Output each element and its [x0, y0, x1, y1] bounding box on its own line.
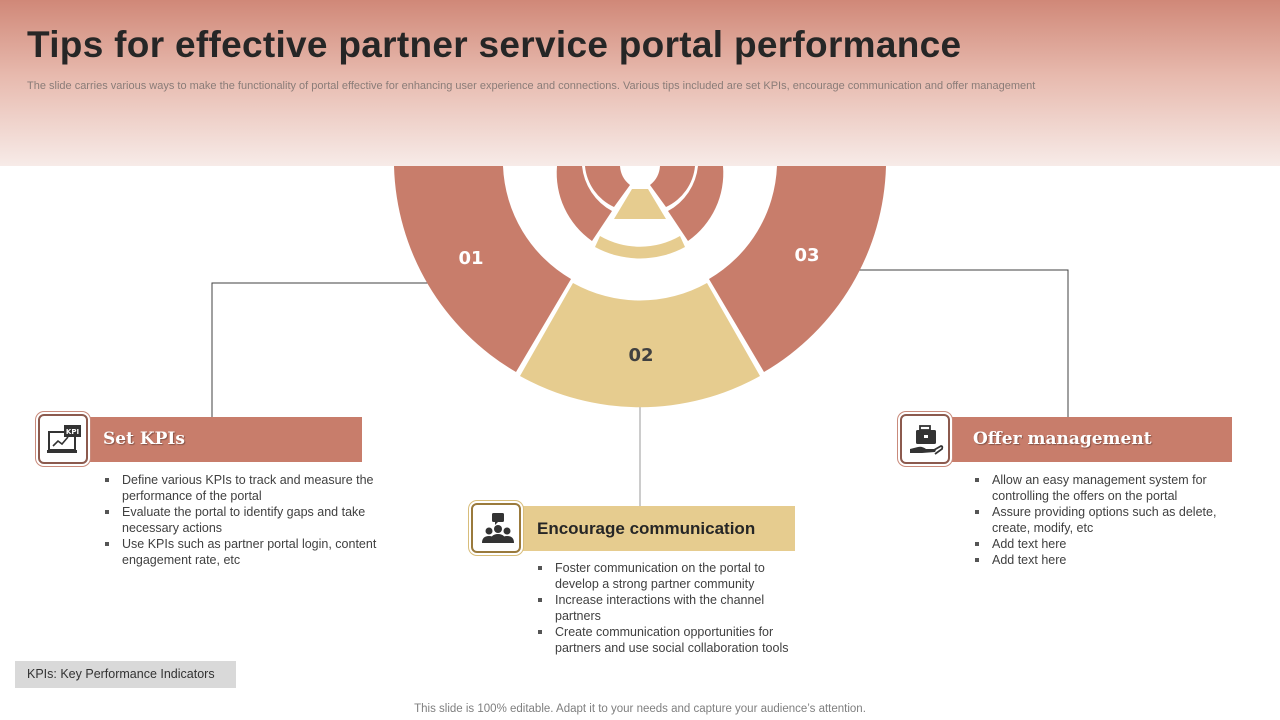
- core-segment-left: [585, 166, 630, 207]
- points-encourage-communication: Foster communication on the portal to de…: [535, 560, 810, 656]
- connector-line-1: [211, 282, 430, 418]
- list-item: Add text here: [972, 552, 1237, 568]
- list-item: Define various KPIs to track and measure…: [102, 472, 392, 504]
- icon-box-offer-management: [900, 414, 950, 464]
- kpi-monitor-icon: KPI: [47, 425, 81, 453]
- segment-number-01: 01: [458, 248, 483, 269]
- page-subtitle: The slide carries various ways to make t…: [27, 80, 1036, 92]
- list-item: Create communication opportunities for p…: [535, 624, 810, 656]
- list-item: Foster communication on the portal to de…: [535, 560, 810, 592]
- section-title-encourage-communication: Encourage communication: [537, 519, 756, 538]
- page-title: Tips for effective partner service porta…: [27, 24, 962, 65]
- inner-segment-left: [556, 166, 612, 241]
- points-offer-management: Allow an easy management system for cont…: [972, 472, 1237, 568]
- points-set-kpis: Define various KPIs to track and measure…: [102, 472, 392, 568]
- header-banner: Tips for effective partner service porta…: [0, 0, 1280, 166]
- section-title-offer-management: Offer management: [973, 429, 1152, 449]
- group-chat-icon: [482, 513, 514, 543]
- inner-segment-right: [668, 166, 724, 241]
- section-title-bar-set-kpis: Set KPIs: [88, 417, 362, 462]
- list-item: Evaluate the portal to identify gaps and…: [102, 504, 392, 536]
- icon-box-set-kpis: KPI: [38, 414, 88, 464]
- section-title-set-kpis: Set KPIs: [103, 429, 185, 449]
- connector-line-3: [855, 269, 1069, 418]
- inner-segment-bottom: [595, 236, 685, 259]
- kpi-icon-label: KPI: [66, 428, 79, 436]
- abbreviation-note: KPIs: Key Performance Indicators: [15, 661, 236, 688]
- segment-number-02: 02: [628, 345, 653, 366]
- list-item: Increase interactions with the channel p…: [535, 592, 810, 624]
- section-title-bar-encourage-communication: Encourage communication: [520, 506, 795, 551]
- footer-text: This slide is 100% editable. Adapt it to…: [414, 703, 866, 715]
- list-item: Use KPIs such as partner portal login, c…: [102, 536, 392, 568]
- list-item: Add text here: [972, 536, 1237, 552]
- segment-01: [394, 166, 571, 372]
- segment-number-03: 03: [794, 245, 819, 266]
- list-item: Allow an easy management system for cont…: [972, 472, 1237, 504]
- briefcase-hand-icon: [910, 425, 944, 455]
- icon-box-encourage-communication: [471, 503, 521, 553]
- segment-03: [709, 166, 886, 372]
- section-title-bar-offer-management: Offer management: [950, 417, 1232, 462]
- core-segment-bottom: [614, 189, 666, 219]
- core-segment-right: [650, 166, 695, 207]
- segment-02: [520, 283, 760, 408]
- list-item: Assure providing options such as delete,…: [972, 504, 1237, 536]
